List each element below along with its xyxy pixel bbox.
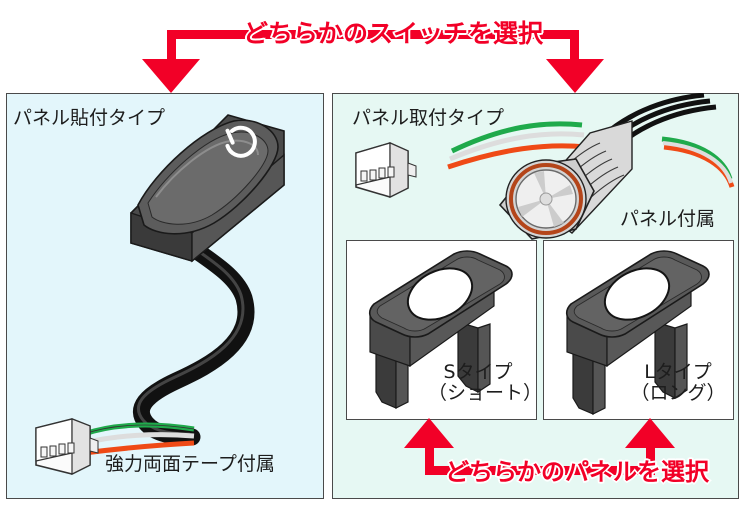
- l-type-name: Lタイプ: [644, 361, 712, 383]
- left-panel-title: パネル貼付タイプ: [13, 107, 166, 129]
- stick-on-switch-body: [130, 114, 285, 263]
- s-type-name: Sタイプ: [443, 361, 513, 383]
- right-connector: [355, 142, 417, 198]
- bottom-left-arrow-icon: [404, 418, 454, 448]
- top-instruction-text: どちらかのスイッチを選択: [241, 18, 544, 50]
- top-left-arrow-icon: [142, 59, 200, 93]
- l-type-sub: （ロング）: [630, 381, 726, 404]
- power-icon: [225, 125, 257, 158]
- bottom-right-arrow-icon: [625, 418, 675, 448]
- top-bracket-left-stem: [167, 30, 176, 62]
- left-connector: [35, 418, 99, 475]
- metal-pushbutton: [498, 120, 633, 240]
- bottom-instruction-text: どちらかのパネルを選択: [444, 457, 711, 488]
- bottom-bracket-right-stem: [646, 446, 655, 475]
- s-type-panel-illustration: [368, 250, 513, 409]
- right-panel-caption: パネル付属: [620, 208, 716, 230]
- top-right-arrow-icon: [546, 59, 604, 93]
- top-bracket-right-stem: [570, 30, 579, 62]
- left-panel-caption: 強力両面テープ付属: [105, 453, 275, 475]
- l-type-panel-illustration: [565, 250, 710, 415]
- panel-stick-switch-illustration: [35, 114, 285, 475]
- s-type-sub: （ショート）: [428, 381, 543, 404]
- bottom-bracket-horizontal-bar: [425, 466, 655, 475]
- panel-mount-switch-illustration: [355, 93, 735, 240]
- bottom-bracket-left-stem: [425, 446, 434, 475]
- s-type-label: Sタイプ （ショート）: [428, 361, 543, 404]
- right-panel-title: パネル取付タイプ: [352, 107, 505, 129]
- top-bracket-horizontal-bar: [167, 30, 579, 39]
- l-type-label: Lタイプ （ロング）: [628, 362, 728, 403]
